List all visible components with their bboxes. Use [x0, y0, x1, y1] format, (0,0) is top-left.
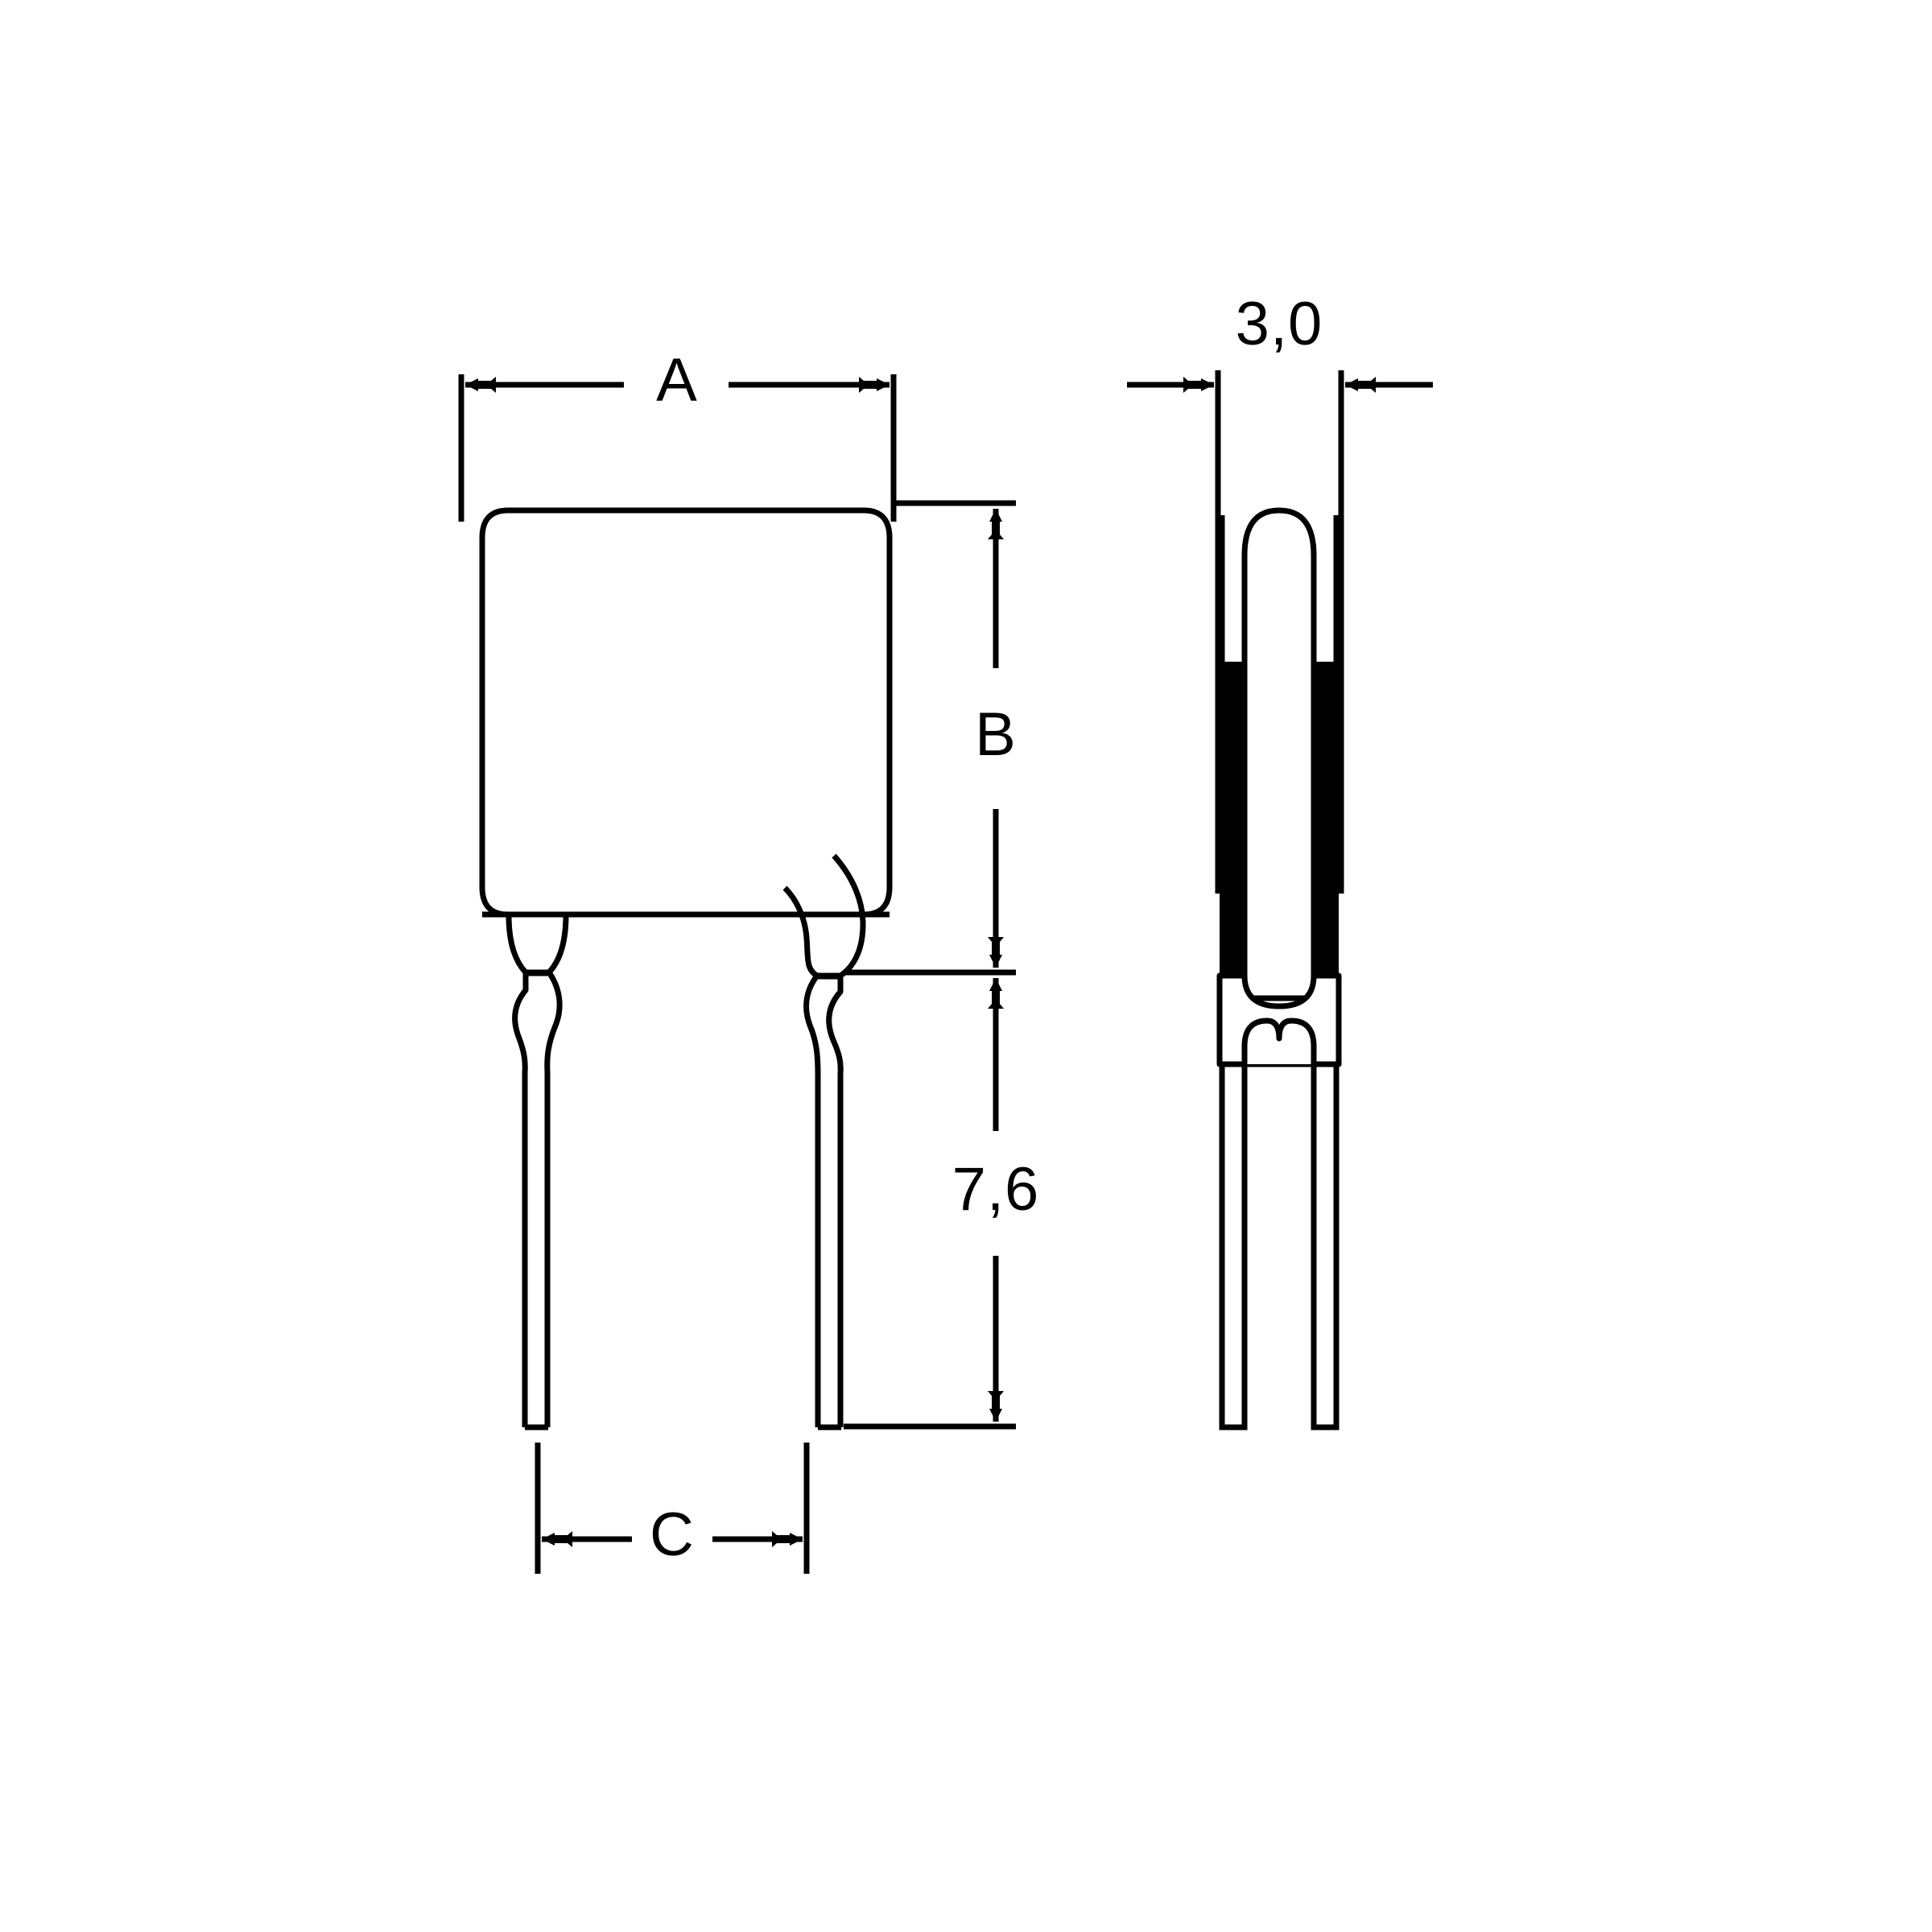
side-view-left-lead	[1219, 1061, 1248, 1430]
dimension-c-label: C	[650, 1501, 695, 1569]
front-view-body-outline	[479, 507, 893, 918]
side-view	[1216, 507, 1342, 1430]
dimension-b-label: B	[975, 700, 1017, 769]
front-view	[479, 507, 893, 1430]
dimension-c: C	[535, 1443, 810, 1574]
dimension-thickness: 3,0	[1127, 290, 1433, 894]
side-view-right-lead	[1311, 1061, 1340, 1430]
front-view-right-lead-inner	[782, 886, 840, 1427]
dimension-b: B	[844, 500, 1017, 976]
front-view-left-lead	[506, 914, 529, 1427]
dimension-a: A	[458, 346, 897, 522]
dimension-lead-length: 7,6	[844, 978, 1040, 1430]
dimension-thickness-label: 3,0	[1236, 290, 1323, 358]
dimension-a-label: A	[656, 346, 698, 415]
side-view-electrode-band-right	[1312, 662, 1339, 976]
dimension-lead-length-label: 7,6	[952, 1155, 1040, 1224]
side-view-electrode-band-left	[1220, 662, 1246, 976]
side-view-body-outline	[1241, 507, 1317, 1001]
side-view-lead-notch	[1241, 1018, 1317, 1064]
